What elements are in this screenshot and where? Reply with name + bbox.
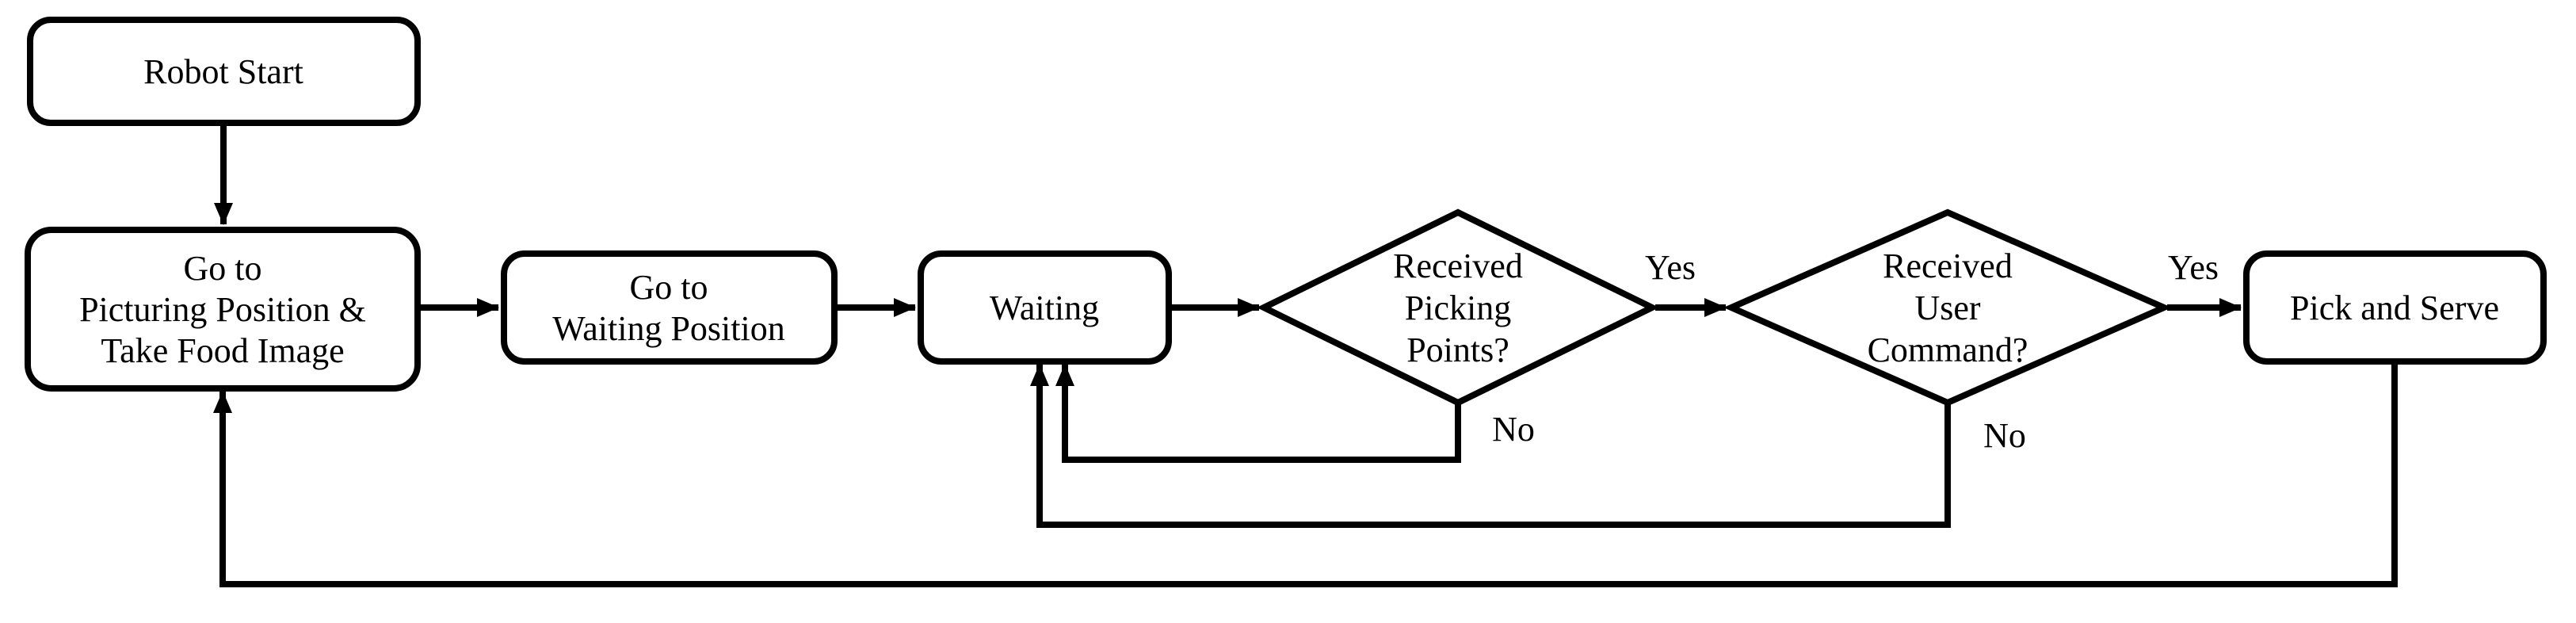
node-go-picturing-position-label-line2: Picturing Position &	[79, 290, 366, 329]
edge-label-picking-no: No	[1492, 410, 1535, 449]
node-go-picturing-position: Go to Picturing Position & Take Food Ima…	[25, 227, 421, 392]
edge-label-picking-yes: Yes	[1645, 248, 1696, 287]
decision-received-user-command-diamond	[1723, 208, 2172, 407]
decision-received-picking-points-label-line3: Points?	[1406, 331, 1509, 369]
edge-label-user-no: No	[1983, 416, 2026, 455]
decision-received-user-command-label-line3: Command?	[1868, 331, 2028, 369]
node-go-waiting-position: Go to Waiting Position	[501, 250, 838, 365]
node-waiting-box	[918, 250, 1172, 365]
decision-received-user-command-label-line1: Received	[1883, 247, 2013, 285]
edge-picking-no-loop	[1055, 364, 1461, 463]
edge-pick-and-serve-return-loop	[213, 361, 2398, 587]
node-waiting-label: Waiting	[990, 289, 1099, 327]
node-robot-start-label: Robot Start	[143, 52, 303, 91]
decision-received-picking-points-label-line1: Received	[1393, 247, 1523, 285]
node-robot-start: Robot Start	[27, 17, 421, 126]
decision-received-picking-points: Received Picking Points?	[1256, 208, 1660, 407]
node-go-waiting-position-label-line1: Go to	[630, 268, 708, 307]
node-go-waiting-position-label-line2: Waiting Position	[552, 309, 784, 348]
decision-received-user-command: Received User Command?	[1723, 208, 2172, 407]
node-go-waiting-position-box	[501, 250, 838, 365]
node-waiting: Waiting	[918, 250, 1172, 365]
decision-received-picking-points-diamond	[1256, 208, 1660, 407]
node-pick-and-serve-label: Pick and Serve	[2290, 289, 2499, 327]
decision-received-picking-points-label-line2: Picking	[1405, 289, 1511, 327]
node-go-picturing-position-label-line3: Take Food Image	[101, 331, 344, 370]
edge-label-user-yes: Yes	[2168, 248, 2219, 287]
node-go-picturing-position-box	[25, 227, 421, 392]
node-pick-and-serve: Pick and Serve	[2243, 250, 2547, 365]
node-go-picturing-position-label-line1: Go to	[184, 249, 262, 288]
decision-received-user-command-label-line2: User	[1914, 289, 1980, 327]
edge-user-no-loop	[1030, 364, 1951, 528]
